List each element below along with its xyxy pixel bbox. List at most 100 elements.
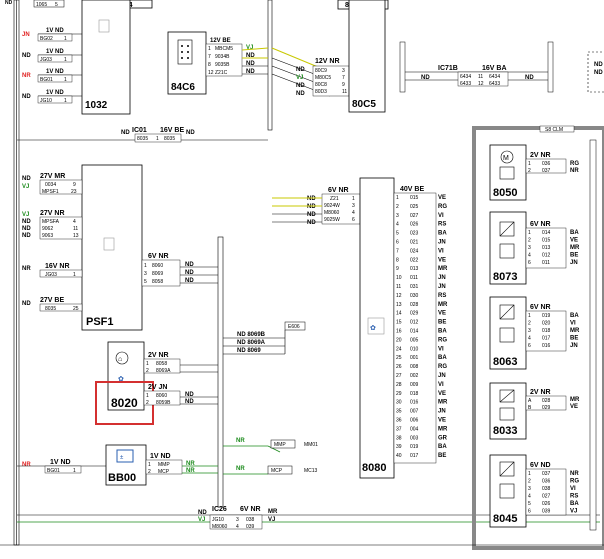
conn-8080-wire: 009 — [410, 382, 419, 388]
conn-8080-pin: 35 — [396, 409, 402, 415]
svg-text:6V NR: 6V NR — [530, 304, 551, 311]
ic01-title: IC01 — [132, 127, 147, 134]
component-84c6[interactable]: 84C6 — [167, 31, 207, 95]
component-8020[interactable]: ⌂ ✿ 8020 — [107, 341, 145, 411]
conn-8080-pin: 6 — [396, 240, 399, 246]
conn-wire: 011 — [542, 260, 550, 266]
svg-text:40V BE: 40V BE — [400, 186, 424, 193]
conn-8080-pin: 14 — [396, 311, 402, 317]
conn-1032-color: JN — [22, 32, 30, 38]
conn-80c5-title: 12V NR — [315, 58, 340, 65]
conn-8080-pin: 28 — [396, 382, 402, 388]
svg-text:JG10: JG10 — [212, 517, 224, 523]
conn-8080-color: RG — [438, 364, 447, 370]
component-1032[interactable]: 1032 — [81, 0, 131, 115]
conn-wire: 014 — [542, 230, 551, 236]
svg-text:NR: NR — [22, 266, 31, 272]
conn-8080-color: JN — [438, 373, 446, 379]
svg-text:8059B: 8059B — [156, 400, 171, 406]
conn-8080-pin: 30 — [396, 400, 402, 406]
conn-8080-pin: 26 — [396, 364, 402, 370]
conn-8080-pin: 12 — [396, 293, 402, 299]
svg-text:039: 039 — [246, 524, 255, 530]
conn-color: RG — [570, 479, 579, 485]
conn-84c6-title: 12V BE — [210, 38, 231, 44]
svg-text:ND: ND — [307, 196, 316, 202]
ic71b-spec: 16V BA — [482, 65, 507, 72]
conn-1032-row: ND 1V ND JG03 1 — [22, 49, 82, 63]
svg-text:ND: ND — [307, 220, 316, 226]
component-8063[interactable]: 8063 — [489, 296, 527, 370]
svg-text:16V NR: 16V NR — [45, 263, 70, 270]
conn-8080-wire: 030 — [410, 293, 419, 299]
conn-8080-color: MR — [438, 266, 448, 272]
svg-text:1: 1 — [208, 46, 211, 52]
conn-wire: 012 — [542, 253, 551, 259]
component-psf1[interactable]: PSF1 — [81, 164, 143, 331]
conn-pin: 3 — [528, 486, 531, 492]
conn-8080-pin: 8 — [396, 257, 399, 263]
svg-text:VE: VE — [570, 404, 578, 410]
svg-text:ND: ND — [185, 262, 194, 268]
conn-color: BA — [570, 230, 579, 236]
svg-text:0034: 0034 — [45, 182, 56, 188]
conn-8080-pin: 2 — [396, 204, 399, 210]
component-8033-label: 8033 — [493, 425, 517, 437]
conn-1032-color: ND — [22, 94, 31, 100]
svg-text:9: 9 — [73, 182, 76, 188]
svg-text:6: 6 — [352, 217, 355, 223]
svg-text:2: 2 — [146, 400, 149, 406]
svg-text:2V JN: 2V JN — [148, 384, 167, 391]
component-8073[interactable]: 8073 — [489, 211, 527, 285]
conn-8080-wire: 010 — [410, 346, 419, 352]
conn-color: VI — [570, 321, 576, 327]
svg-text:1: 1 — [146, 393, 149, 399]
conn-wire: 037 — [542, 471, 551, 477]
component-8080[interactable]: ✿ 8080 — [359, 177, 395, 479]
svg-text:A: A — [528, 398, 532, 404]
conn-wire: 026 — [542, 501, 551, 507]
component-8045[interactable]: 8045 — [489, 454, 527, 528]
conn-1032-color: ND — [22, 53, 31, 59]
component-80c5[interactable]: 80C5 — [348, 0, 386, 113]
mmp-mcp: NR MMP MM01 NR MCP MC13 — [223, 438, 318, 475]
component-bb00[interactable]: ± BB00 — [105, 444, 147, 486]
svg-text:1V ND: 1V ND — [50, 459, 71, 466]
svg-text:Z21: Z21 — [330, 196, 339, 202]
conn-1032-name: 1V ND — [46, 28, 64, 34]
svg-text:B: B — [528, 405, 532, 411]
conn-8080-wire: 027 — [410, 213, 419, 219]
svg-text:ND: ND — [594, 62, 603, 68]
conn-1032-code: BG01 — [40, 77, 53, 83]
conn-8080-pin: 40 — [396, 453, 402, 459]
svg-text:ND 8069A: ND 8069A — [237, 340, 266, 346]
conn-1032-row: NR 1V ND BG01 1 — [22, 69, 82, 83]
conn-1032-list: JN 1V ND BG02 1 ND 1V ND JG03 1 NR 1V ND… — [22, 28, 82, 104]
component-8050[interactable]: M 8050 — [489, 144, 527, 201]
svg-text:VJ: VJ — [198, 517, 205, 523]
svg-text:036: 036 — [542, 161, 551, 167]
conn-8080-color: JN — [438, 275, 446, 281]
right-frame: S8 CLM — [472, 125, 604, 550]
svg-text:VJ: VJ — [22, 184, 29, 190]
conn-pin: 3 — [528, 328, 531, 334]
component-1032-label: 1032 — [85, 100, 108, 111]
conn-8080-color: VI — [438, 346, 444, 352]
svg-text:6V NR: 6V NR — [530, 221, 551, 228]
conn-pin: 6 — [528, 509, 531, 515]
conn-1032-name: 1V ND — [46, 90, 64, 96]
ic01-label: ND — [121, 130, 130, 136]
svg-text:8035: 8035 — [137, 136, 148, 142]
component-8033[interactable]: 8033 — [489, 382, 527, 440]
conn-1032-code: BG02 — [40, 36, 53, 42]
svg-text:8069: 8069 — [152, 271, 163, 277]
svg-text:IC26: IC26 — [212, 506, 227, 513]
